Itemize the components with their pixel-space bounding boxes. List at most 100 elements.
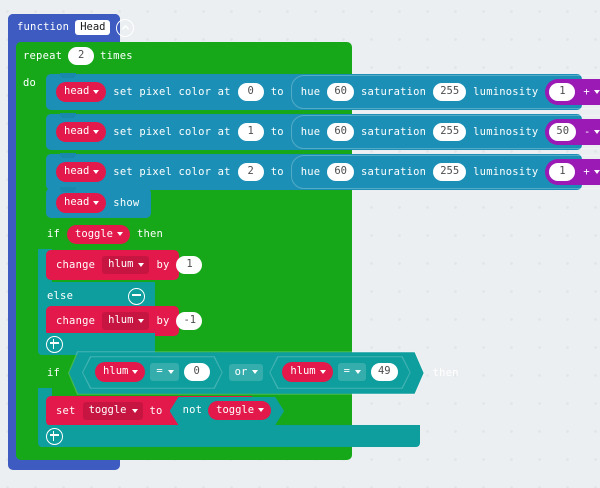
lum-operator-label-2: +	[583, 165, 590, 178]
change-variable-block-then[interactable]: change hlum by 1	[46, 250, 203, 280]
pixel-index-input-1[interactable]: 1	[237, 123, 264, 141]
set-variable-label: toggle	[88, 404, 127, 417]
right-comparison-value-input[interactable]: 49	[371, 363, 398, 381]
chevron-up-circle-icon[interactable]	[116, 18, 135, 37]
change-variable-block-else[interactable]: change hlum by -1	[46, 306, 203, 336]
change-variable-dropdown-then[interactable]: hlum	[102, 256, 150, 274]
right-comparison-var-dropdown[interactable]: hlum	[282, 362, 332, 382]
or-operator-label: or	[234, 365, 248, 378]
target-label-0: head	[64, 85, 90, 98]
if-toggle-condition-dropdown[interactable]: toggle	[67, 224, 130, 245]
lum-operand-a-0[interactable]: 1	[549, 83, 576, 101]
right-comparison-operator-label: =	[343, 365, 350, 378]
hue-input-1[interactable]: 60	[327, 123, 354, 141]
set-pixel-color-block-1[interactable]: head set pixel color at 1 to hue 60 satu…	[46, 113, 600, 150]
or-operator-dropdown[interactable]: or	[229, 364, 264, 382]
set-variable-block[interactable]: set toggle to not toggle	[46, 396, 255, 426]
left-comparison-operator-label: =	[156, 365, 163, 378]
right-comparison-operator-dropdown[interactable]: =	[338, 363, 366, 381]
saturation-input-0[interactable]: 255	[433, 83, 467, 101]
change-keyword-else: change	[56, 314, 96, 327]
or-boolean-block[interactable]: hlum = 0 or hlum =	[68, 351, 425, 395]
luminosity-label-2: luminosity	[473, 165, 539, 178]
left-comparison-var-label: hlum	[103, 365, 129, 378]
block-notch	[60, 113, 76, 118]
hsl-reporter-0[interactable]: hue 60 saturation 255 luminosity 1 + hlu…	[290, 75, 600, 109]
hue-input-0[interactable]: 60	[327, 83, 354, 101]
math-operator-block-0[interactable]: 1 + hlum	[545, 79, 600, 105]
if-bounds-then-keyword: then	[432, 366, 459, 379]
minus-circle-icon[interactable]	[128, 287, 145, 305]
by-label-then: by	[156, 258, 170, 271]
to-label-2: to	[270, 165, 284, 178]
if-bounds-header[interactable]: if hlum = 0 or hlum	[38, 358, 459, 388]
if-toggle-condition-label: toggle	[75, 227, 113, 240]
if-toggle-header[interactable]: if toggle then	[38, 220, 163, 249]
change-amount-input-else[interactable]: -1	[176, 312, 203, 330]
luminosity-label-0: luminosity	[473, 85, 539, 98]
target-dropdown-1[interactable]: head	[56, 122, 107, 142]
change-variable-dropdown-else[interactable]: hlum	[102, 312, 150, 330]
lum-operator-dropdown-0[interactable]: +	[580, 87, 600, 98]
saturation-input-1[interactable]: 255	[433, 123, 467, 141]
not-operand-dropdown[interactable]: toggle	[208, 401, 271, 421]
lum-operand-a-1[interactable]: 50	[549, 123, 577, 141]
change-amount-input-then[interactable]: 1	[176, 256, 203, 274]
right-comparison-var-label: hlum	[290, 365, 316, 378]
left-comparison-value-input[interactable]: 0	[184, 363, 210, 381]
lum-operator-dropdown-1[interactable]: -	[581, 127, 600, 138]
luminosity-label-1: luminosity	[473, 125, 539, 138]
left-comparison-var-dropdown[interactable]: hlum	[95, 362, 145, 382]
set-variable-dropdown[interactable]: toggle	[82, 402, 143, 420]
repeat-times-label: times	[100, 49, 133, 62]
repeat-header[interactable]: repeat 2 times	[16, 42, 133, 70]
change-variable-label-then: hlum	[108, 258, 134, 271]
pixel-index-input-0[interactable]: 0	[237, 83, 264, 101]
lum-operator-label-0: +	[583, 85, 590, 98]
if-bounds-keyword: if	[47, 366, 61, 379]
if-bounds-footer[interactable]	[38, 425, 420, 447]
set-pixel-color-block-2[interactable]: head set pixel color at 2 to hue 60 satu…	[46, 153, 600, 190]
show-block[interactable]: head show	[46, 187, 151, 218]
saturation-label-2: saturation	[360, 165, 427, 178]
change-variable-label-else: hlum	[108, 314, 134, 327]
hsl-reporter-2[interactable]: hue 60 saturation 255 luminosity 1 + hlu…	[290, 155, 600, 189]
not-boolean-block[interactable]: not toggle	[170, 397, 285, 426]
show-target-label: head	[64, 196, 90, 209]
hue-label-2: hue	[300, 165, 321, 178]
change-keyword: change	[56, 258, 96, 271]
plus-circle-icon[interactable]	[46, 427, 63, 445]
repeat-keyword: repeat	[23, 49, 63, 62]
block-notch	[60, 73, 76, 78]
action-label-2: set pixel color at	[113, 165, 231, 178]
lum-operator-dropdown-2[interactable]: +	[580, 167, 600, 178]
action-label-0: set pixel color at	[113, 85, 231, 98]
saturation-label-0: saturation	[360, 85, 427, 98]
right-comparison-block[interactable]: hlum = 49	[269, 356, 410, 389]
lum-operand-a-2[interactable]: 1	[549, 163, 576, 181]
hsl-reporter-1[interactable]: hue 60 saturation 255 luminosity 50 - hl…	[290, 115, 600, 149]
hue-input-2[interactable]: 60	[327, 163, 354, 181]
if-keyword: if	[47, 228, 61, 241]
else-header[interactable]: else	[38, 282, 155, 310]
else-keyword: else	[47, 289, 74, 302]
target-dropdown-0[interactable]: head	[56, 82, 107, 102]
plus-circle-icon[interactable]	[46, 335, 63, 353]
to-label-1: to	[270, 125, 284, 138]
left-comparison-operator-dropdown[interactable]: =	[150, 363, 178, 381]
action-label-1: set pixel color at	[113, 125, 231, 138]
block-notch	[60, 153, 76, 158]
repeat-count-input[interactable]: 2	[68, 47, 95, 65]
lum-operator-label-1: -	[584, 125, 591, 138]
function-name-field[interactable]: Head	[75, 19, 111, 36]
if-toggle-footer[interactable]	[38, 333, 155, 355]
set-pixel-color-block-0[interactable]: head set pixel color at 0 to hue 60 satu…	[46, 73, 600, 110]
function-header[interactable]: function Head	[8, 14, 135, 41]
math-operator-block-1[interactable]: 50 - hlum	[545, 119, 600, 145]
saturation-input-2[interactable]: 255	[433, 163, 467, 181]
target-dropdown-2[interactable]: head	[56, 162, 107, 182]
math-operator-block-2[interactable]: 1 + hlum	[545, 159, 600, 185]
show-target-dropdown[interactable]: head	[56, 193, 107, 213]
left-comparison-block[interactable]: hlum = 0	[82, 356, 223, 389]
pixel-index-input-2[interactable]: 2	[237, 163, 264, 181]
